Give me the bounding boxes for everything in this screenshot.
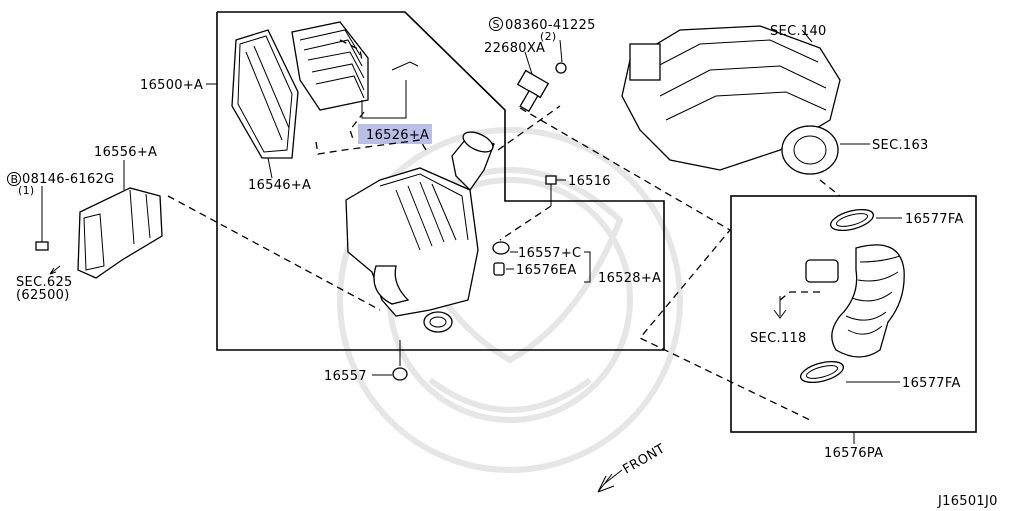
- label-16577fa-lower: 16577FA: [902, 376, 961, 391]
- grommet-16557c-part: [492, 241, 510, 255]
- cover-part: [291, 21, 369, 111]
- bolt-08146-part: [35, 196, 49, 251]
- label-16528a: 16528+A: [598, 271, 661, 286]
- label-diagram-id: J16501J0: [937, 494, 998, 509]
- label-sec140: SEC.140: [770, 24, 827, 39]
- label-sec163: SEC.163: [872, 138, 929, 153]
- watermark-emblem: [337, 127, 683, 473]
- leader-16528-bracket: [584, 251, 591, 283]
- sec-625-arrow: [49, 265, 61, 275]
- label-16516: 16516: [568, 174, 611, 189]
- label-08146-qty: (1): [18, 184, 34, 197]
- circle-b-icon: B: [7, 172, 21, 186]
- label-16577fa-upper: 16577FA: [905, 212, 964, 227]
- label-16557c: 16557+C: [518, 246, 581, 261]
- svg-text:B: B: [11, 173, 19, 186]
- dash-bolt-to-grommet: [499, 205, 552, 241]
- air-cleaner-body-part: [345, 167, 479, 333]
- leader-sec140: [801, 29, 813, 43]
- label-sec625-ref: (62500): [16, 288, 70, 303]
- label-08146: 08146-6162G: [22, 172, 115, 187]
- highlight-cover-label: [358, 124, 432, 144]
- cover-dashed-bracket: [339, 39, 363, 61]
- leader-16526: [361, 80, 407, 119]
- label-16576pa: 16576PA: [824, 446, 883, 461]
- grommet-16557-part: [392, 340, 408, 381]
- air-filter-element-part: [231, 29, 299, 159]
- dash-body-to-hose: [519, 107, 811, 421]
- leader-22680: [524, 51, 533, 75]
- duct-part: [77, 187, 163, 279]
- collar-16576ea-part: [493, 262, 505, 276]
- label-16557: 16557: [324, 369, 367, 384]
- label-16576ea: 16576EA: [516, 263, 577, 278]
- label-08360-qty: (2): [540, 30, 556, 43]
- front-arrow-icon: [597, 469, 623, 493]
- label-16500a: 16500+A: [140, 78, 203, 93]
- dash-element-to-body: [315, 139, 427, 155]
- clamp-lower-part: [799, 360, 845, 384]
- svg-text:S: S: [493, 18, 500, 31]
- dash-duct-to-body: [167, 195, 381, 311]
- intake-manifold-part: [621, 25, 841, 175]
- label-16556a: 16556+A: [94, 145, 157, 160]
- circle-s-icon: S: [489, 17, 503, 31]
- leader-08360: [559, 39, 563, 63]
- dash-manifold-to-clamp: [819, 179, 841, 197]
- air-hose-part: [805, 244, 905, 358]
- label-08360: 08360-41225: [505, 18, 596, 33]
- label-front: FRONT: [621, 442, 668, 478]
- clip-wire: [391, 61, 419, 71]
- maf-sensor-part: [516, 62, 567, 113]
- sec-118-arrow: [773, 296, 787, 319]
- label-16546a: 16546+A: [248, 178, 311, 193]
- label-sec118: SEC.118: [750, 331, 807, 346]
- air-cleaner-frame: [216, 11, 665, 351]
- intake-snout-part: [451, 131, 495, 192]
- dash-snout-to-sensor: [497, 105, 561, 151]
- sec-118-dashed-link: [779, 291, 820, 301]
- label-22680xa: 22680XA: [484, 41, 545, 56]
- label-16526a: 16526+A: [366, 128, 429, 143]
- label-sec625: SEC.625: [16, 275, 73, 290]
- leader-16546: [267, 157, 273, 179]
- clamp-upper-part: [829, 208, 875, 232]
